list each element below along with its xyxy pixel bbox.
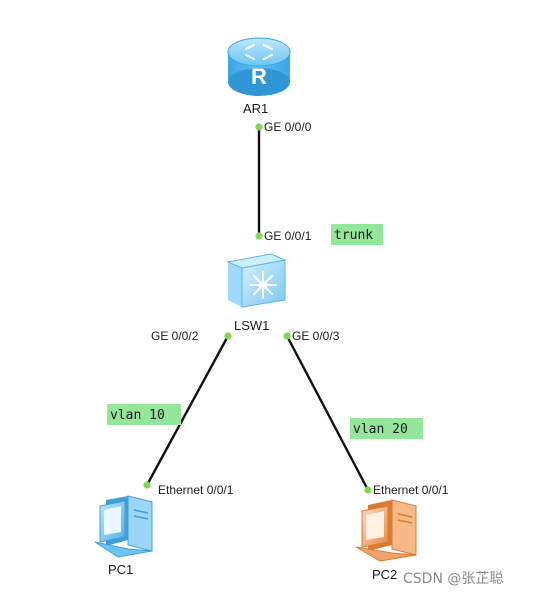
link-lsw1-pc2 xyxy=(285,335,370,491)
vlan20-annotation: vlan 20 xyxy=(350,418,423,439)
vlan10-annotation-text: vlan 10 xyxy=(110,408,165,423)
switch-icon[interactable] xyxy=(226,253,287,308)
router-name: AR1 xyxy=(243,101,268,116)
port-dot-lsw1-ge002 xyxy=(224,332,232,340)
port-label-lsw1-ge001: GE 0/0/1 xyxy=(264,229,312,243)
router-letter: R xyxy=(251,64,267,89)
port-dot-ar1-ge000 xyxy=(255,123,263,131)
port-dot-lsw1-ge003 xyxy=(283,332,291,340)
port-dot-lsw1-ge001 xyxy=(255,232,263,240)
vlan10-annotation: vlan 10 xyxy=(107,404,181,425)
port-label-lsw1-ge003: GE 0/0/3 xyxy=(292,329,340,343)
port-label-lsw1-ge002: GE 0/0/2 xyxy=(151,329,199,343)
watermark: CSDN @张芷聪 xyxy=(403,571,503,587)
link-lsw1-pc1 xyxy=(145,335,230,486)
port-label-pc1-eth: Ethernet 0/0/1 xyxy=(158,483,234,497)
router-icon[interactable]: R xyxy=(227,37,291,96)
trunk-annotation: trunk xyxy=(331,224,383,245)
pc2-name: PC2 xyxy=(372,567,397,582)
pc1-name: PC1 xyxy=(108,562,133,577)
pc-orange-icon[interactable] xyxy=(355,499,417,562)
pc-blue-icon[interactable] xyxy=(94,495,153,558)
trunk-annotation-text: trunk xyxy=(334,228,373,243)
port-dot-pc1-eth xyxy=(143,481,151,489)
port-label-ar1-ge000: GE 0/0/0 xyxy=(264,120,312,134)
port-dot-pc2-eth xyxy=(364,486,372,494)
switch-name: LSW1 xyxy=(234,318,269,333)
vlan20-annotation-text: vlan 20 xyxy=(353,422,408,437)
port-label-pc2-eth: Ethernet 0/0/1 xyxy=(373,483,449,497)
